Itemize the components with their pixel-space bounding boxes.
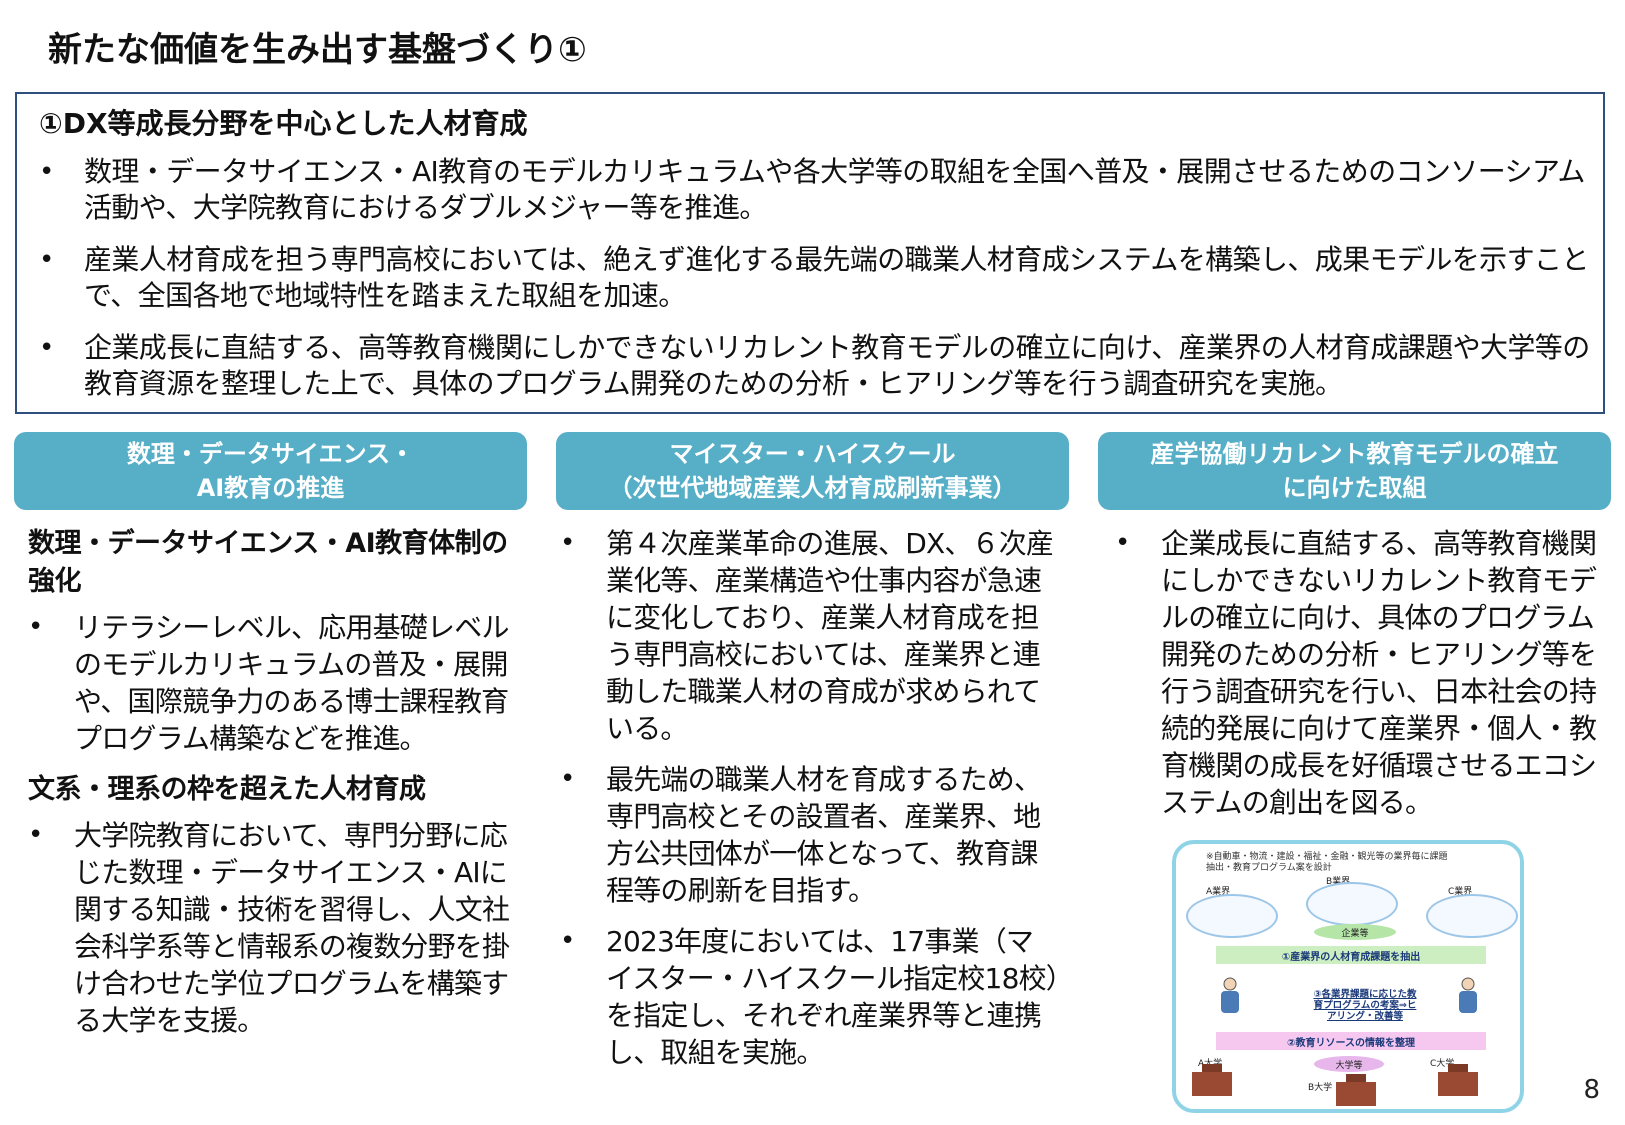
column-bullet-text: 2023年度においては、17事業（マイスター・ハイスクール指定校18校）を指定し…: [606, 925, 1060, 1069]
university-building-icon: [1192, 1064, 1232, 1096]
column-bullet-text: 最先端の職業人材を育成するため、専門高校とその設置者、産業界、地方公共団体が一体…: [606, 763, 1042, 907]
universities-label: 大学等: [1314, 1056, 1384, 1072]
summary-bullet-text: 産業人材育成を担う専門高校においては、絶えず進化する最先端の職業人材育成システム…: [84, 243, 1589, 312]
industry-b-cluster-icon: [1306, 882, 1398, 926]
industry-c-label: C業界: [1448, 887, 1473, 897]
bullet-marker: •: [560, 926, 576, 956]
summary-bullet-item: • 数理・データサイエンス・AI教育のモデルカリキュラムや各大学等の取組を全国へ…: [39, 154, 1594, 226]
bullet-marker: •: [560, 528, 576, 558]
illustration-note: ※自動車・物流・建設・福祉・金融・観光等の業界毎に課題抽出・教育プログラム案を設…: [1206, 852, 1448, 873]
column-bullet-item: • 2023年度においては、17事業（マイスター・ハイスクール指定校18校）を指…: [560, 923, 1060, 1071]
bullet-marker: •: [1115, 528, 1131, 558]
bullet-marker: •: [28, 612, 44, 642]
page-number: 8: [1583, 1075, 1600, 1105]
column-header-ai-education: 数理・データサイエンス・ AI教育の推進: [14, 432, 527, 510]
summary-box: ①DX等成長分野を中心とした人材育成 • 数理・データサイエンス・AI教育のモデ…: [15, 92, 1605, 414]
step3-label: ③各業界課題に応じた教育プログラムの考案⇒ヒアリング・改善等: [1313, 989, 1417, 1022]
summary-bullet-item: • 産業人材育成を担う専門高校においては、絶えず進化する最先端の職業人材育成シス…: [39, 242, 1594, 314]
university-b-label: B大学: [1308, 1083, 1333, 1093]
university-building-icon: [1438, 1064, 1478, 1096]
column-subheading: 数理・データサイエンス・AI教育体制の強化: [28, 528, 508, 597]
column-header-line: 数理・データサイエンス・: [126, 440, 415, 468]
industry-c-cluster-icon: [1426, 894, 1518, 938]
column-header-recurrent-education: 産学協働リカレント教育モデルの確立に向けた取組: [1098, 432, 1611, 510]
industry-a-cluster-icon: [1186, 894, 1278, 938]
person-icon: [1459, 977, 1477, 1013]
page-title: 新たな価値を生み出す基盤づくり①: [48, 30, 587, 70]
column-bullet-text: 大学院教育において、専門分野に応じた数理・データサイエンス・AIに関する知識・技…: [74, 819, 510, 1037]
summary-bullet-text: 数理・データサイエンス・AI教育のモデルカリキュラムや各大学等の取組を全国へ普及…: [84, 155, 1585, 224]
companies-label: 企業等: [1314, 924, 1396, 940]
column-header-line: マイスター・ハイスクール: [669, 440, 956, 468]
column-meister-highschool: • 第４次産業革命の進展、DX、６次産業化等、産業構造や仕事内容が急速に変化して…: [560, 525, 1060, 1085]
column-header-meister-highschool: マイスター・ハイスクール （次世代地域産業人材育成刷新事業）: [556, 432, 1069, 510]
recurrent-model-illustration: ※自動車・物流・建設・福祉・金融・観光等の業界毎に課題抽出・教育プログラム案を設…: [1172, 840, 1524, 1113]
university-c-label: C大学: [1430, 1059, 1455, 1069]
column-bullet-item: • 大学院教育において、専門分野に応じた数理・データサイエンス・AIに関する知識…: [28, 817, 513, 1039]
column-bullet-item: • 最先端の職業人材を育成するため、専門高校とその設置者、産業界、地方公共団体が…: [560, 761, 1060, 909]
summary-bullet-list: • 数理・データサイエンス・AI教育のモデルカリキュラムや各大学等の取組を全国へ…: [39, 154, 1594, 418]
column-bullet-item: • リテラシーレベル、応用基礎レベルのモデルカリキュラムの普及・展開や、国際競争…: [28, 609, 513, 757]
bullet-marker: •: [28, 820, 44, 850]
step1-band: ①産業界の人材育成課題を抽出: [1216, 946, 1486, 964]
step2-band: ②教育リソースの情報を整理: [1216, 1032, 1486, 1050]
column-subheading: 文系・理系の枠を超えた人材育成: [28, 774, 426, 805]
column-bullet-item: • 企業成長に直結する、高等教育機関にしかできないリカレント教育モデルの確立に向…: [1115, 525, 1600, 821]
column-bullet-text: 第４次産業革命の進展、DX、６次産業化等、産業構造や仕事内容が急速に変化しており…: [606, 527, 1054, 745]
bullet-marker: •: [39, 157, 55, 187]
summary-bullet-text: 企業成長に直結する、高等教育機関にしかできないリカレント教育モデルの確立に向け、…: [84, 331, 1590, 400]
bullet-marker: •: [39, 245, 55, 275]
bullet-marker: •: [39, 333, 55, 363]
column-recurrent-education: • 企業成長に直結する、高等教育機関にしかできないリカレント教育モデルの確立に向…: [1115, 525, 1600, 835]
column-bullet-text: 企業成長に直結する、高等教育機関にしかできないリカレント教育モデルの確立に向け、…: [1161, 527, 1597, 819]
summary-heading: ①DX等成長分野を中心とした人材育成: [39, 107, 528, 140]
university-building-icon: [1336, 1074, 1376, 1106]
person-icon: [1221, 977, 1239, 1013]
column-bullet-text: リテラシーレベル、応用基礎レベルのモデルカリキュラムの普及・展開や、国際競争力の…: [74, 611, 509, 755]
summary-bullet-item: • 企業成長に直結する、高等教育機関にしかできないリカレント教育モデルの確立に向…: [39, 330, 1594, 402]
column-header-line: （次世代地域産業人材育成刷新事業）: [608, 474, 1017, 502]
bullet-marker: •: [560, 764, 576, 794]
column-bullet-item: • 第４次産業革命の進展、DX、６次産業化等、産業構造や仕事内容が急速に変化して…: [560, 525, 1060, 747]
column-header-line: 産学協働リカレント教育モデルの確立: [1150, 440, 1559, 468]
column-header-line: に向けた取組: [1282, 474, 1427, 502]
column-ai-education: 数理・データサイエンス・AI教育体制の強化 • リテラシーレベル、応用基礎レベル…: [28, 525, 513, 1053]
industry-a-label: A業界: [1206, 887, 1231, 897]
column-header-line: AI教育の推進: [196, 474, 345, 502]
